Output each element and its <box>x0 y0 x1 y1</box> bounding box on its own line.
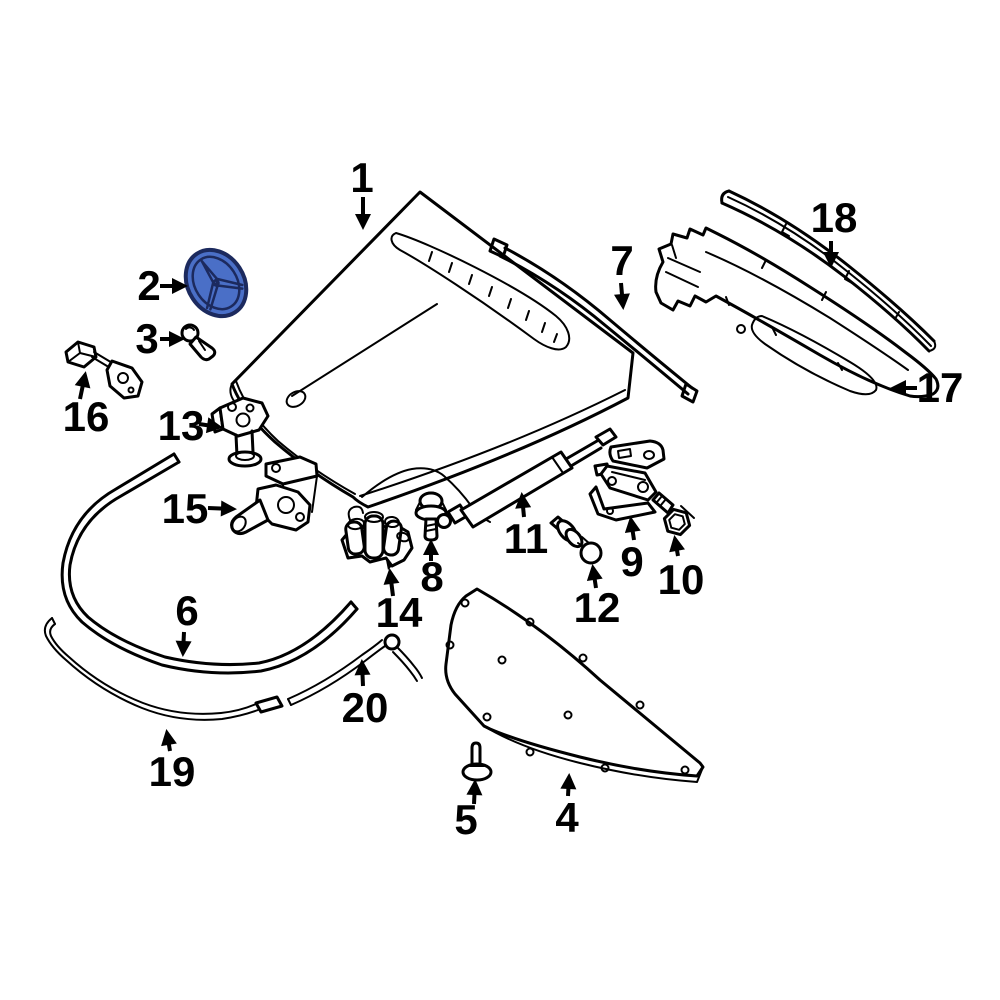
callout-11: 11 <box>504 492 548 562</box>
part-push-rivet <box>461 741 493 782</box>
callout-20-arrow <box>354 659 371 687</box>
part-hinge-bracket <box>230 455 319 536</box>
part-striker <box>210 396 270 468</box>
callout-4-arrow <box>560 773 577 797</box>
callout-5: 5 <box>454 779 483 843</box>
callout-19-arrow <box>161 729 177 752</box>
callout-10-arrow <box>669 535 685 557</box>
callout-1-label: 1 <box>350 154 373 201</box>
callout-12-arrow <box>586 564 603 589</box>
callout-5-label: 5 <box>454 796 477 843</box>
part-release-cable-front <box>43 617 284 721</box>
part-front-weatherstrip <box>60 452 359 675</box>
callout-2-label: 2 <box>137 262 160 309</box>
callout-6: 6 <box>175 587 199 657</box>
callout-10-label: 10 <box>658 556 705 603</box>
callout-12-label: 12 <box>574 584 621 631</box>
callout-9-arrow <box>624 516 641 541</box>
callout-4-label: 4 <box>555 794 579 841</box>
callout-13-arrow <box>198 417 223 434</box>
callout-3-label: 3 <box>135 315 158 362</box>
callout-7-label: 7 <box>610 237 633 284</box>
callout-11-arrow <box>515 492 532 518</box>
part-rear-weatherstrip <box>488 237 699 404</box>
part-lock <box>340 505 414 570</box>
callout-10: 10 <box>658 535 705 603</box>
callout-11-label: 11 <box>504 515 548 562</box>
callout-14-label: 14 <box>376 589 423 636</box>
callout-9: 9 <box>620 516 644 585</box>
callout-19-label: 19 <box>149 748 196 795</box>
part-emblem[interactable] <box>173 238 258 327</box>
callout-13-label: 13 <box>158 402 205 449</box>
callout-6-label: 6 <box>175 587 198 634</box>
callout-6-arrow <box>175 631 192 657</box>
part-insulator-pad <box>444 587 705 783</box>
part-hood-panel <box>229 190 635 523</box>
callout-8-label: 8 <box>420 553 443 600</box>
part-hinge-bolt <box>651 491 695 537</box>
part-emblem-clip <box>180 323 217 362</box>
callout-16-label: 16 <box>63 393 110 440</box>
callout-13: 13 <box>158 402 223 449</box>
callout-3: 3 <box>135 315 185 362</box>
callout-16-arrow <box>74 371 91 400</box>
callout-7-arrow <box>613 282 630 310</box>
part-lift-support <box>436 427 618 529</box>
callout-2: 2 <box>137 262 188 309</box>
callout-17-label: 17 <box>917 364 964 411</box>
callout-15: 15 <box>162 485 237 532</box>
callout-15-label: 15 <box>162 485 209 532</box>
callout-18-label: 18 <box>811 194 858 241</box>
callout-12: 12 <box>574 564 621 631</box>
callout-4: 4 <box>555 773 579 841</box>
callout-20: 20 <box>342 659 389 731</box>
part-stop-bracket <box>64 340 144 400</box>
part-cowl-grille-panel <box>654 226 940 399</box>
part-cowl-trim-strip <box>720 189 937 353</box>
callout-8: 8 <box>420 539 444 600</box>
callout-17: 17 <box>890 364 964 411</box>
callout-14: 14 <box>376 568 423 636</box>
part-hinge <box>588 439 666 522</box>
callout-5-arrow <box>466 779 483 805</box>
callout-7: 7 <box>610 237 634 310</box>
callout-16: 16 <box>63 371 110 440</box>
callout-18: 18 <box>811 194 858 268</box>
callout-20-label: 20 <box>342 684 389 731</box>
callout-9-label: 9 <box>620 538 643 585</box>
callout-19: 19 <box>149 729 196 795</box>
part-clip <box>549 515 603 565</box>
callout-15-arrow <box>207 500 237 517</box>
callout-1: 1 <box>350 154 374 230</box>
callout-14-arrow <box>383 568 400 597</box>
